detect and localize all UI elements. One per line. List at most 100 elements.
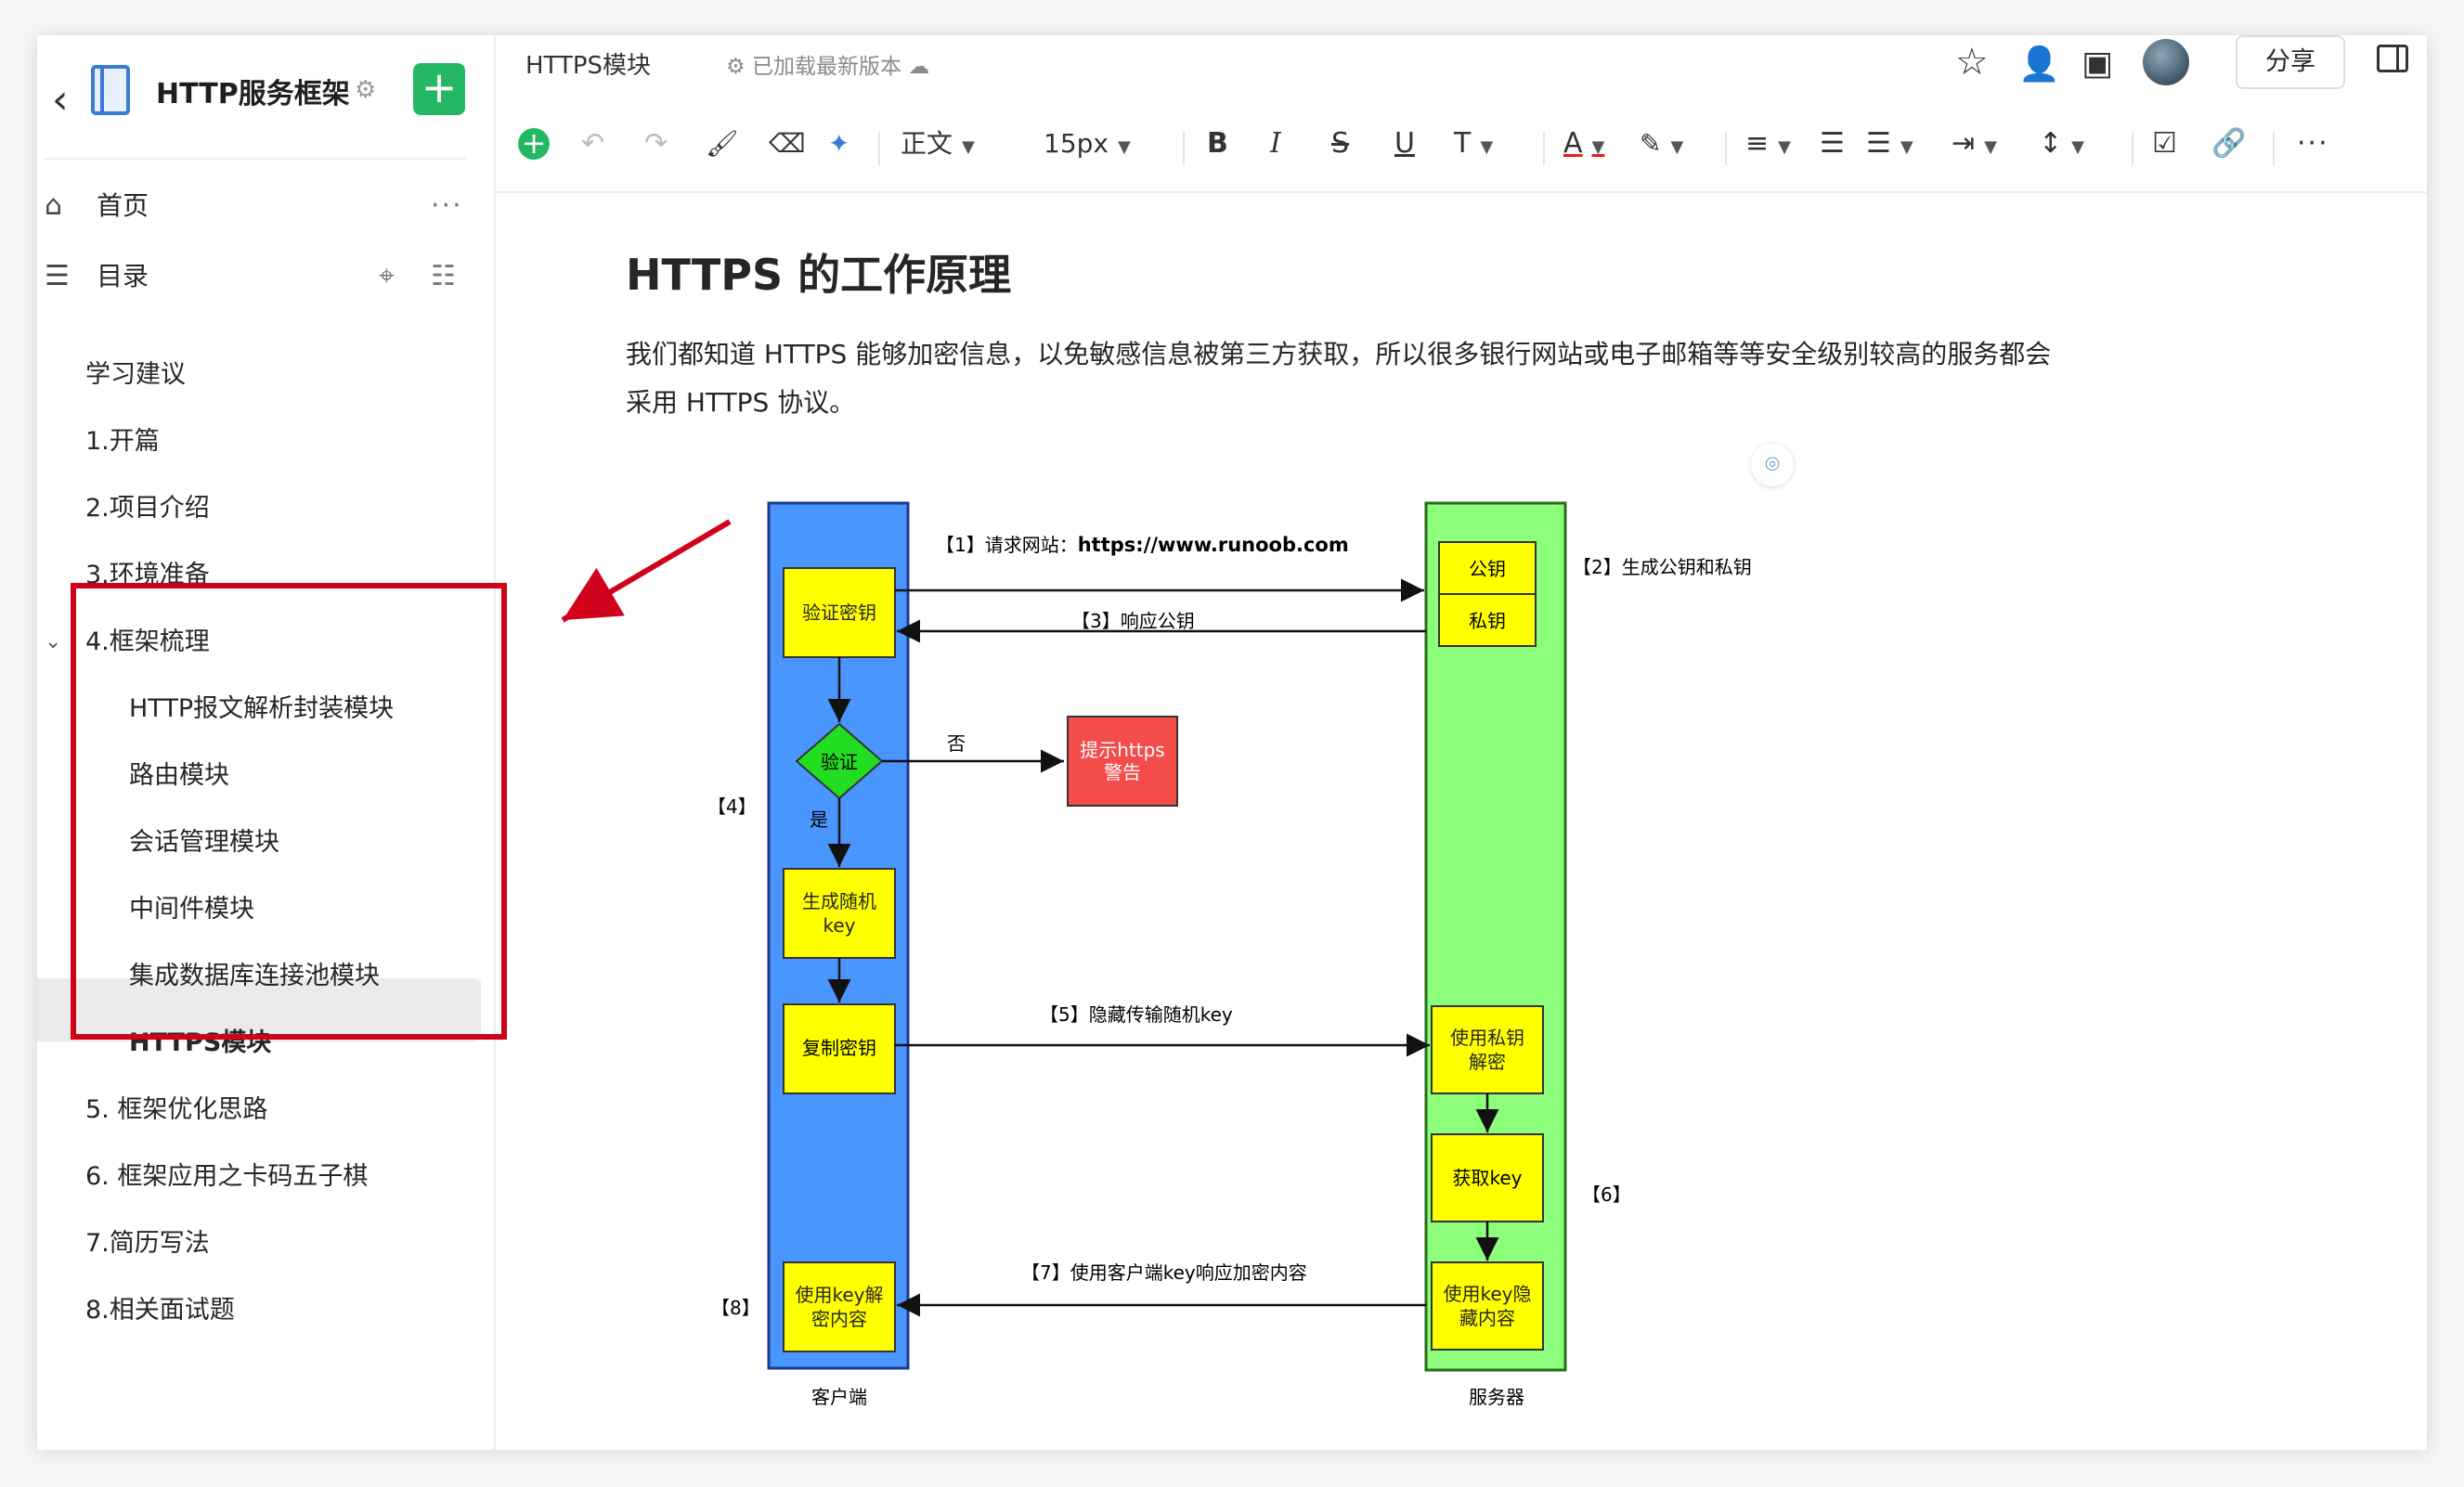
toc-item[interactable]: 5. 框架优化思路 (85, 1095, 268, 1124)
active-item-highlight (37, 978, 481, 1041)
star-icon[interactable]: ☆ (1955, 41, 1989, 84)
server-hide-box (1431, 1261, 1544, 1351)
toc-item[interactable]: 2.项目介绍 (85, 494, 210, 523)
server-hide-label: 使用key隐藏内容 (1443, 1283, 1532, 1329)
no-label: 否 (947, 732, 966, 755)
nav-home[interactable]: ⌂ 首页 ··· (37, 180, 496, 232)
warning-label: 提示https警告 (1080, 739, 1165, 783)
collapse-list-icon[interactable]: ☷ (431, 260, 456, 292)
chevron-down-icon: ▼ (1480, 137, 1494, 157)
document-heading: HTTPS 的工作原理 (626, 250, 1012, 300)
top-bar: HTTPS模块 ⚙ 已加载最新版本 ☁ ☆ 👤 ▣ 分享 (496, 35, 2427, 113)
separator (878, 132, 880, 165)
bullet-list-icon[interactable]: ☰ (1820, 127, 1845, 160)
paragraph-style-value: 正文 (901, 128, 953, 159)
document-tab[interactable]: HTTPS模块 (525, 52, 652, 80)
toc-subitem-active[interactable]: HTTPS模块 (129, 1028, 272, 1057)
step8-label: 【8】 (711, 1297, 760, 1319)
separator (1183, 132, 1185, 165)
step2-label: 【2】生成公钥和私钥 (1573, 556, 1752, 578)
separator (1543, 132, 1545, 165)
toc-item[interactable]: 8.相关面试题 (85, 1296, 235, 1325)
verify-label: 验证 (821, 751, 858, 773)
step7-label: 【7】使用客户端key响应加密内容 (1021, 1261, 1307, 1284)
font-color-icon[interactable]: A▼ (1563, 127, 1605, 160)
gen-key-box (783, 868, 896, 959)
home-icon: ⌂ (45, 189, 63, 222)
toc-subitem[interactable]: 路由模块 (129, 761, 229, 790)
step1-prefix: 【1】请求网站： (936, 534, 1078, 556)
add-button[interactable]: + (413, 63, 465, 115)
add-member-icon[interactable]: 👤 (2018, 45, 2060, 84)
text-effect-icon[interactable]: T▼ (1454, 127, 1494, 160)
toc-item[interactable]: 7.简历写法 (85, 1229, 210, 1258)
https-diagram: 验证密钥 验证 生成随机key 复制密钥 使用key解密内容 提示https警告… (561, 501, 1752, 1408)
format-painter-icon[interactable]: 🖌 (706, 128, 739, 159)
link-icon[interactable]: 🔗 (2211, 127, 2247, 160)
undo-icon[interactable]: ↶ (581, 127, 605, 160)
annotation-arrow (561, 519, 732, 623)
public-key-box (1438, 541, 1537, 595)
share-button[interactable]: 分享 (2236, 35, 2345, 89)
copy-key-box (783, 1003, 896, 1094)
locate-icon[interactable]: ⌖ (379, 260, 395, 292)
copy-key-label: 复制密钥 (802, 1037, 876, 1059)
knowledge-base-title[interactable]: HTTP服务框架 (156, 78, 350, 110)
verify-key-box (783, 567, 896, 658)
step6-label: 【6】 (1582, 1183, 1631, 1206)
verify-key-label: 验证密钥 (802, 601, 876, 624)
toc-subitem[interactable]: 中间件模块 (129, 895, 254, 924)
align-icon[interactable]: ≡▼ (1745, 127, 1791, 160)
app-window: ‹ HTTP服务框架 ⚙ + ⌂ 首页 ··· ☰ 目录 ⌖ ☷ 学习建议 1.… (37, 35, 2427, 1450)
toc-item[interactable]: 1.开篇 (85, 427, 160, 456)
toc-subitem[interactable]: 会话管理模块 (129, 828, 279, 857)
ai-icon[interactable]: ✦ (828, 128, 850, 159)
strikethrough-icon[interactable]: S (1331, 127, 1350, 160)
private-key-box (1438, 593, 1537, 647)
redo-icon[interactable]: ↷ (644, 127, 668, 160)
nav-toc[interactable]: ☰ 目录 ⌖ ☷ (37, 251, 496, 303)
avatar[interactable] (2143, 39, 2189, 85)
toc-item[interactable]: 6. 框架应用之卡码五子棋 (85, 1162, 369, 1191)
numbered-list-icon[interactable]: ☰▼ (1866, 127, 1913, 160)
cloud-icon: ☁ (901, 55, 930, 79)
server-column (1424, 501, 1567, 1372)
step5-label: 【5】隐藏传输随机key (1040, 1003, 1233, 1026)
bold-icon[interactable]: B (1207, 127, 1228, 160)
annotation-highlight-box (71, 583, 507, 1040)
chevron-down-icon[interactable]: ⌄ (45, 630, 62, 653)
chevron-down-icon: ▼ (1591, 137, 1605, 157)
toc-item[interactable]: 学习建议 (85, 360, 186, 389)
settings-icon[interactable]: ⚙ (355, 76, 377, 104)
checkbox-icon[interactable]: ☑ (2152, 127, 2177, 160)
client-decrypt-label: 使用key解密内容 (795, 1284, 884, 1330)
highlight-icon[interactable]: ✎▼ (1640, 128, 1684, 159)
separator (1725, 132, 1727, 165)
present-icon[interactable]: ▣ (2081, 45, 2114, 83)
more-icon[interactable]: ··· (2297, 127, 2329, 160)
client-decrypt-box (783, 1261, 896, 1352)
warning-box (1067, 716, 1178, 807)
underline-icon[interactable]: U (1394, 127, 1415, 160)
step3-label: 【3】响应公钥 (1071, 610, 1195, 632)
step1-url: https://www.runoob.com (1078, 534, 1349, 556)
insert-icon[interactable]: + (518, 128, 550, 160)
sidebar-header: ‹ HTTP服务框架 ⚙ + (37, 35, 496, 156)
toc-subitem[interactable]: HTTP报文解析封装模块 (129, 694, 395, 723)
sidepanel-icon[interactable] (2377, 45, 2408, 72)
more-icon[interactable]: ··· (431, 189, 463, 222)
font-size-select[interactable]: 15px▼ (1044, 121, 1131, 167)
clear-format-icon[interactable]: ⌫ (769, 128, 806, 159)
line-height-icon[interactable]: ↕▼ (2039, 127, 2084, 160)
nav-toc-label: 目录 (97, 261, 149, 291)
scan-icon[interactable]: ⌾ (1751, 444, 1794, 486)
paragraph-style-select[interactable]: 正文▼ (901, 121, 975, 167)
sync-icon: ⚙ (726, 55, 752, 79)
indent-icon[interactable]: ⇥▼ (1952, 127, 1997, 160)
step1-label: 【1】请求网站：https://www.runoob.com (936, 534, 1349, 556)
back-icon[interactable]: ‹ (52, 76, 69, 123)
toc-subitem[interactable]: 集成数据库连接池模块 (129, 962, 380, 990)
chevron-down-icon: ▼ (1778, 137, 1791, 157)
toc-item[interactable]: 4.框架梳理 (85, 627, 210, 656)
italic-icon[interactable]: I (1270, 127, 1281, 160)
